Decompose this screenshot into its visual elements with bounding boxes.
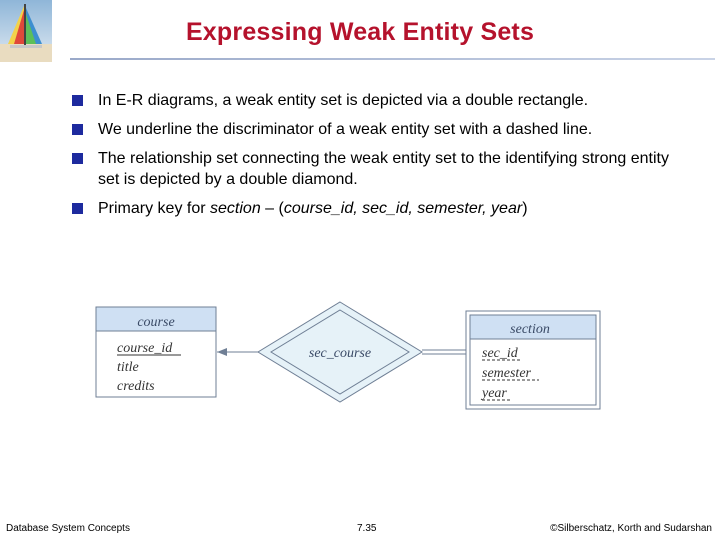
course-attribute: course_id [117, 341, 173, 356]
footer-page-number: 7.35 [357, 523, 377, 534]
bullet-list: In E-R diagrams, a weak entity set is de… [70, 90, 670, 227]
slide-title: Expressing Weak Entity Sets [185, 18, 535, 46]
sailboat-logo [0, 0, 52, 62]
bullet-item: In E-R diagrams, a weak entity set is de… [70, 90, 670, 111]
primary-key-list: course_id, sec_id, semester, year [283, 200, 523, 217]
footer-copyright: ©Silberschatz, Korth and Sudarshan [550, 523, 712, 534]
square-bullet-icon [72, 153, 83, 164]
relationship-name: sec_course [309, 346, 371, 361]
square-bullet-icon [72, 203, 83, 214]
bullet-item: The relationship set connecting the weak… [70, 148, 670, 190]
course-attribute: credits [117, 379, 155, 394]
bullet-text-prefix: Primary key for [98, 200, 211, 217]
square-bullet-icon [72, 95, 83, 106]
course-entity-name: course [137, 315, 174, 330]
section-term: section [210, 200, 261, 217]
course-entity: course course_id title credits [95, 306, 217, 398]
section-attribute: sec_id [482, 346, 519, 361]
bullet-text: We underline the discriminator of a weak… [98, 121, 593, 138]
bullet-text: The relationship set connecting the weak… [98, 150, 669, 188]
bullet-text-dash: – ( [260, 200, 284, 217]
sec-course-relationship: sec_course [257, 301, 423, 403]
bullet-item: We underline the discriminator of a weak… [70, 119, 670, 140]
section-attribute: year [480, 386, 507, 401]
course-attribute: title [117, 360, 139, 375]
section-attribute: semester [482, 366, 532, 381]
section-weak-entity: section sec_id semester year [465, 310, 601, 410]
bullet-text: In E-R diagrams, a weak entity set is de… [98, 92, 589, 109]
square-bullet-icon [72, 124, 83, 135]
section-entity-name: section [510, 322, 550, 337]
title-divider [70, 58, 715, 60]
footer-book-title: Database System Concepts [6, 523, 130, 534]
bullet-text-suffix: ) [522, 200, 528, 217]
bullet-item: Primary key for section – (course_id, se… [70, 198, 670, 219]
